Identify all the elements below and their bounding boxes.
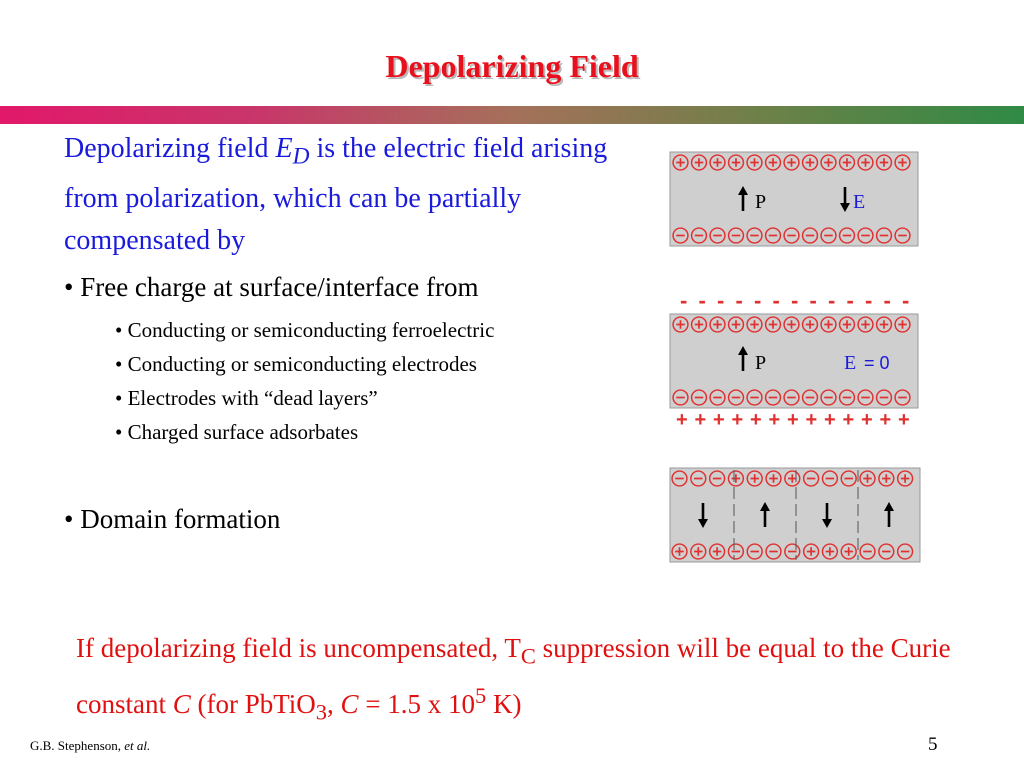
free-negative-charge-icon: - (754, 288, 761, 313)
free-positive-charge-icon: + (732, 409, 744, 431)
sub-bullet-list: • Conducting or semiconducting ferroelec… (115, 313, 494, 449)
intro-suffix: is the electric field arising from polar… (64, 133, 608, 256)
free-positive-charge-icon: + (843, 409, 855, 431)
curie-symbol: C (172, 689, 191, 720)
free-negative-charge-icon: - (847, 288, 854, 313)
free-negative-charge-row: ------------- (680, 288, 909, 313)
footer-author: G.B. Stephenson, (30, 738, 125, 753)
note-text: , (327, 689, 341, 720)
note-text: (for PbTiO (190, 689, 316, 720)
free-positive-charge-row: + + + + + + + + + + + + + (676, 409, 910, 431)
sub-bullet-item: • Charged surface adsorbates (115, 420, 359, 444)
tc-subscript: C (520, 643, 536, 669)
curie-constant-note: If depolarizing field is uncompensated, … (76, 628, 956, 733)
note-text: K) (486, 689, 522, 720)
free-positive-charge-icon: + (750, 409, 762, 431)
free-negative-charge-icon: - (717, 288, 724, 313)
free-positive-charge-icon: + (880, 409, 892, 431)
exponent: 5 (475, 683, 487, 709)
free-negative-charge-icon: - (865, 288, 872, 313)
formula-subscript: 3 (315, 699, 328, 725)
note-text: If depolarizing field is uncompensated, … (76, 633, 521, 663)
free-negative-charge-icon: - (791, 288, 798, 313)
curie-symbol: C (340, 689, 359, 720)
free-positive-charge-icon: + (787, 409, 799, 431)
page-number: 5 (928, 734, 938, 755)
e-label: E (844, 352, 856, 374)
free-negative-charge-icon: - (810, 288, 817, 313)
note-text: = 1.5 x 10 (358, 689, 476, 720)
footer-etal: et al. (124, 738, 151, 753)
footer-credit: G.B. Stephenson, et al. (30, 738, 150, 754)
polarization-diagrams: P E ------------- +++++++++++++ P E = 0 (669, 151, 921, 563)
panel-domains (669, 467, 921, 563)
free-negative-charge-icon: - (884, 288, 891, 313)
free-negative-charge-icon: - (736, 288, 743, 313)
intro-paragraph: Depolarizing field ED is the electric fi… (64, 128, 644, 262)
free-positive-charge-icon: + (676, 409, 688, 431)
free-positive-charge-icon: + (824, 409, 836, 431)
free-negative-charge-icon: - (680, 288, 687, 313)
free-positive-charge-icon: + (806, 409, 818, 431)
free-positive-charge-icon: + (713, 409, 725, 431)
e-zero-value: = 0 (864, 353, 890, 373)
free-positive-charge-icon: + (769, 409, 781, 431)
free-negative-charge-icon: - (773, 288, 780, 313)
field-symbol: E (275, 133, 293, 164)
intro-prefix: Depolarizing field (64, 133, 276, 164)
free-positive-charge-icon: + (898, 409, 910, 431)
free-positive-charge-icon: + (861, 409, 873, 431)
panel-compensated: ------------- +++++++++++++ P E = 0 (669, 288, 919, 431)
note-text: suppression will be equal to the Curie c… (76, 633, 951, 720)
free-negative-charge-icon: - (699, 288, 706, 313)
panel-uncompensated: P E (669, 151, 919, 247)
e-label: E (853, 191, 865, 213)
free-positive-charge-icon: + (695, 409, 707, 431)
free-negative-charge-icon: - (902, 288, 909, 313)
sub-bullet-item: • Conducting or semiconducting ferroelec… (115, 318, 495, 342)
slide-title: Depolarizing Field (385, 48, 639, 84)
sub-bullet-item: • Electrodes with “dead layers” (115, 386, 378, 410)
p-label: P (755, 191, 766, 213)
title-divider (0, 106, 1024, 124)
sub-bullet-item: • Conducting or semiconducting electrode… (115, 352, 477, 376)
p-label: P (755, 352, 766, 374)
field-subscript: D (292, 143, 310, 170)
free-negative-charge-icon: - (828, 288, 835, 313)
bullet-free-charge: • Free charge at surface/interface from (64, 272, 479, 302)
bullet-domain-formation: • Domain formation (64, 504, 281, 534)
